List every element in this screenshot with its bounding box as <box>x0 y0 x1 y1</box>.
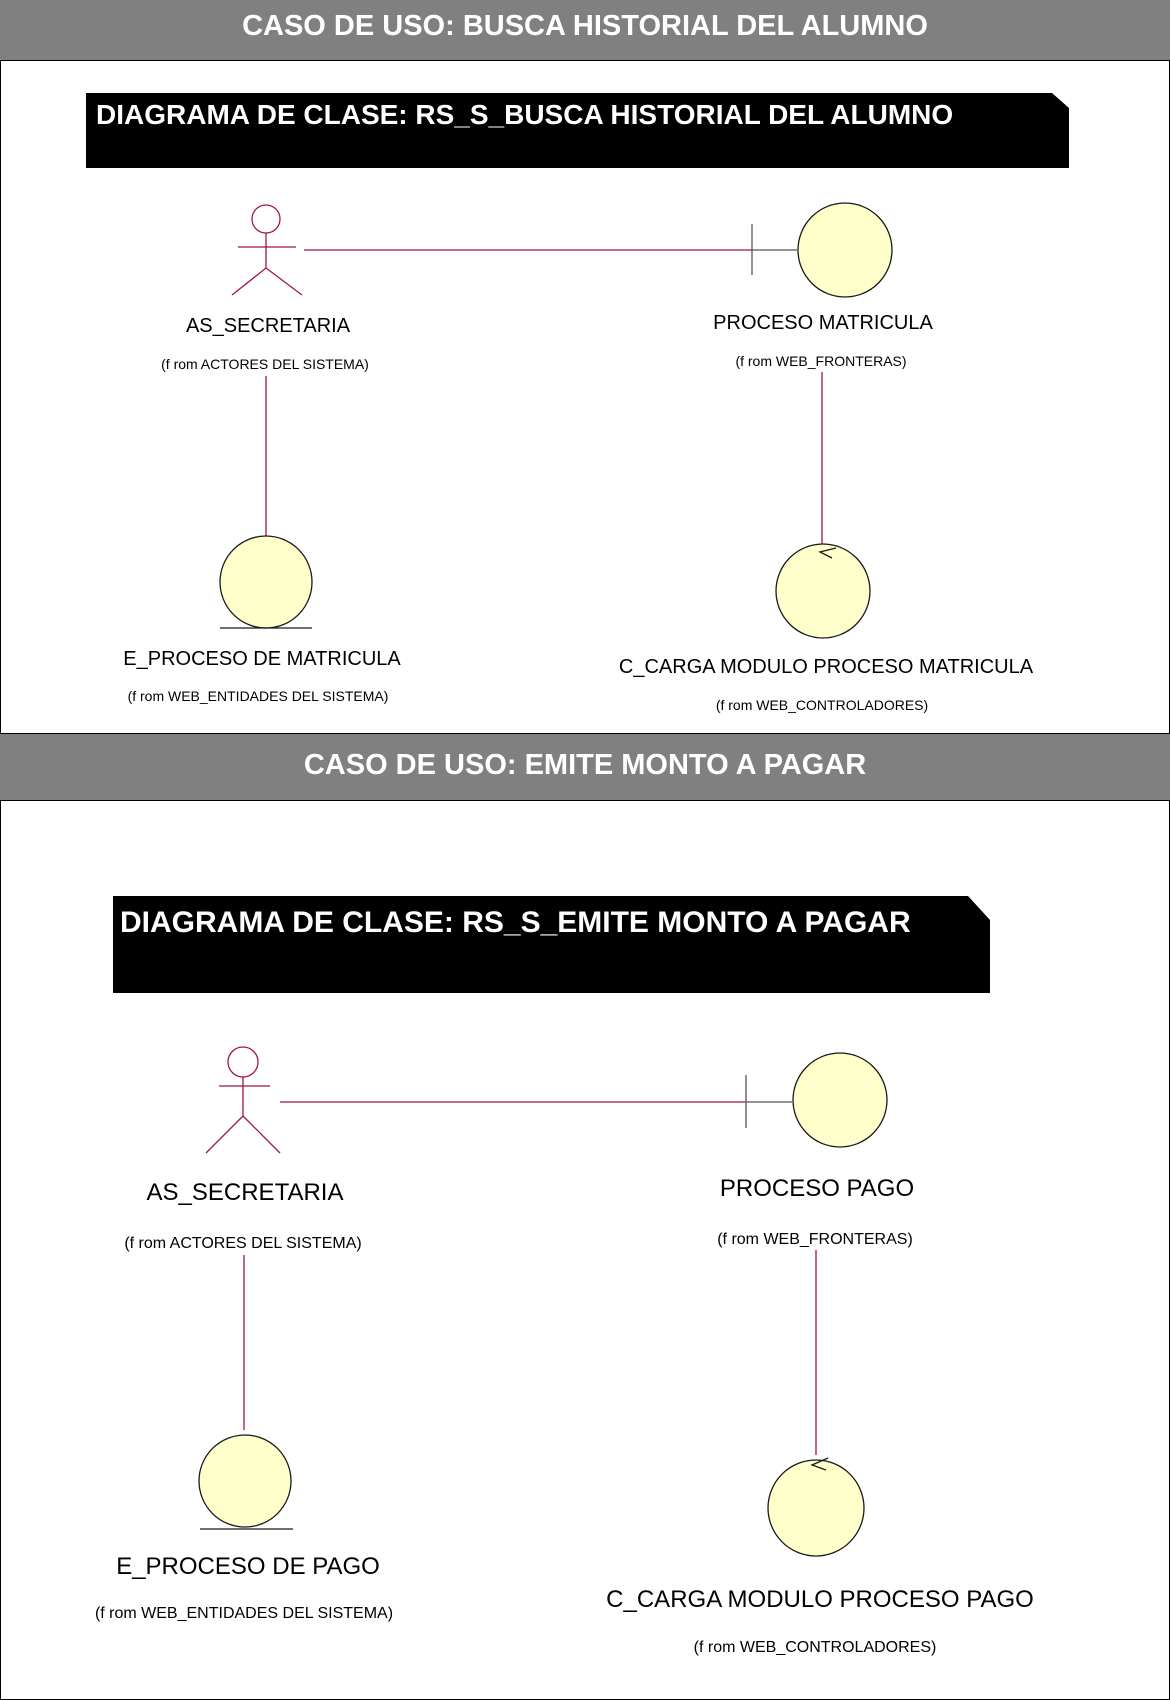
entity-name: E_PROCESO DE PAGO <box>116 1553 380 1580</box>
actor-icon[interactable] <box>231 204 303 296</box>
boundary-icon[interactable] <box>745 1052 888 1148</box>
actor-name: AS_SECRETARIA <box>186 315 351 337</box>
boundary-package: (f rom WEB_FRONTERAS) <box>717 1231 913 1248</box>
boundary-name: PROCESO PAGO <box>720 1175 914 1202</box>
actor-name: AS_SECRETARIA <box>147 1179 344 1206</box>
class-diagram-busca-historial: DIAGRAMA DE CLASE: RS_S_BUSCA HISTORIAL … <box>86 93 1069 713</box>
actor-package: (f rom ACTORES DEL SISTEMA) <box>124 1235 361 1252</box>
control-name: C_CARGA MODULO PROCESO MATRICULA <box>619 656 1034 678</box>
entity-icon[interactable] <box>198 1434 293 1530</box>
control-package: (f rom WEB_CONTROLADORES) <box>716 697 928 713</box>
entity-package: (f rom WEB_ENTIDADES DEL SISTEMA) <box>128 688 389 704</box>
diagram-banner-title: DIAGRAMA DE CLASE: RS_S_BUSCA HISTORIAL … <box>96 99 953 130</box>
section-header-busca-historial: CASO DE USO: BUSCA HISTORIAL DEL ALUMNO <box>0 0 1170 61</box>
entity-name: E_PROCESO DE MATRICULA <box>123 648 401 670</box>
diagram-banner <box>113 896 990 993</box>
actor-package: (f rom ACTORES DEL SISTEMA) <box>161 356 369 372</box>
control-package: (f rom WEB_CONTROLADORES) <box>694 1639 937 1656</box>
diagram-banner <box>86 93 1069 168</box>
section-header-emite-monto: CASO DE USO: EMITE MONTO A PAGAR <box>0 733 1170 801</box>
actor-icon[interactable] <box>205 1046 281 1154</box>
boundary-name: PROCESO MATRICULA <box>713 312 933 334</box>
diagram-banner-title: DIAGRAMA DE CLASE: RS_S_EMITE MONTO A PA… <box>120 906 911 939</box>
control-icon[interactable] <box>775 543 871 639</box>
boundary-package: (f rom WEB_FRONTERAS) <box>735 353 906 369</box>
control-name: C_CARGA MODULO PROCESO PAGO <box>606 1586 1034 1613</box>
entity-icon[interactable] <box>219 535 313 629</box>
boundary-icon[interactable] <box>751 202 893 298</box>
control-icon[interactable] <box>767 1457 865 1557</box>
entity-package: (f rom WEB_ENTIDADES DEL SISTEMA) <box>95 1605 393 1622</box>
class-diagram-emite-monto: DIAGRAMA DE CLASE: RS_S_EMITE MONTO A PA… <box>95 896 1034 1656</box>
